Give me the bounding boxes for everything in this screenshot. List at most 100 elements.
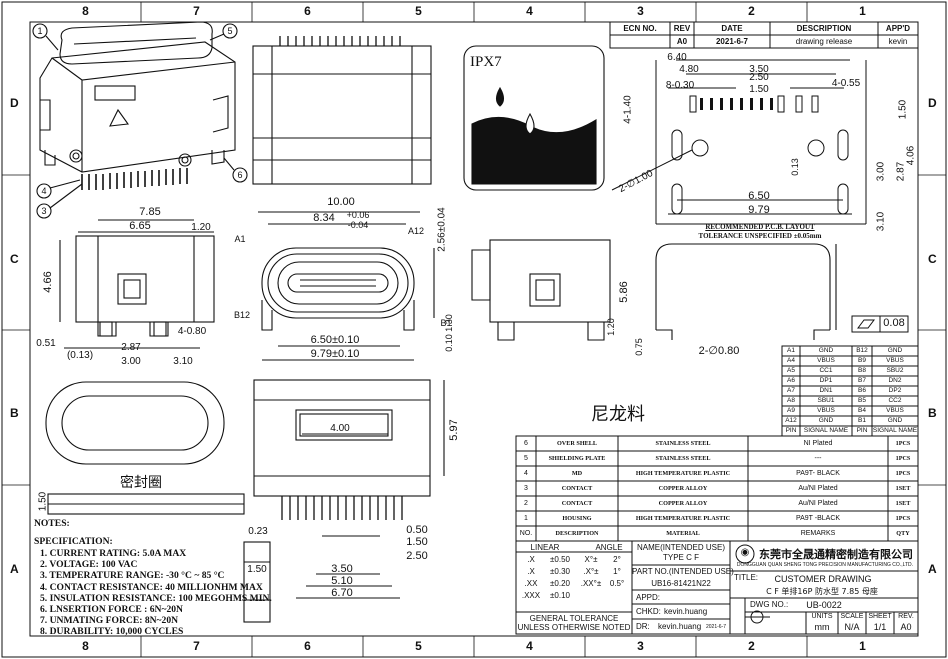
pin-cell: SIGNAL NAME (872, 427, 918, 434)
spec-note-item: 1. CURRENT RATING: 5.0A MAX (40, 548, 187, 559)
flatness-box (851, 315, 909, 333)
dim-side-d5: 3.10 (173, 356, 193, 367)
pin-cell: DN2 (888, 377, 902, 384)
dim-front-width: 10.00 (327, 196, 355, 208)
pin-cell: A6 (787, 377, 795, 384)
pin-cell: CC1 (819, 367, 833, 374)
row-label: A (10, 562, 19, 576)
dim-top-inner: 4.00 (330, 423, 350, 434)
column-label: 7 (193, 639, 200, 653)
dim-bot-d1: 0.23 (248, 526, 268, 537)
tol-cell: ±0.30 (550, 567, 570, 576)
revision-table-grid (609, 21, 919, 49)
tol-cell: ±0.20 (550, 579, 570, 588)
tol-cell: X°± (584, 555, 598, 564)
spec-note-item: 5. INSULATION RESISTANCE: 100 MEGOHMS MI… (40, 592, 272, 604)
row-label: A (928, 562, 937, 576)
tol-angle: ANGLE (595, 543, 623, 552)
column-label: 5 (415, 639, 422, 653)
pin-cell: DP2 (888, 387, 902, 394)
dim-front-height: 2.56±0.04 (436, 207, 448, 252)
tol-general-2: UNLESS OTHERWISE NOTED (517, 623, 631, 632)
callout-1: 1 (37, 26, 43, 36)
column-label: 5 (415, 4, 422, 18)
bom-cell: MATERIAL (666, 530, 700, 537)
row-label: C (10, 252, 19, 266)
tb-title-label: TITLE: (734, 573, 759, 582)
pin-cell: SIGNAL NAME (803, 427, 849, 434)
tb-name-label: NAME(INTENDED USE) (636, 543, 725, 552)
bom-cell: 1PCS (895, 515, 911, 522)
pin-cell: GND (818, 347, 834, 354)
rev-value-date: 2021-6-7 (715, 37, 749, 46)
right-side-view (471, 239, 611, 341)
pin-cell: VBUS (886, 407, 904, 414)
dim-front-inner: 8.34 (313, 212, 335, 224)
dim-front-d2: 0.10 (444, 334, 454, 352)
bom-cell: Au/NI Plated (798, 500, 838, 507)
dim-side-d4: 3.00 (121, 356, 141, 367)
pin-cell: A12 (785, 417, 797, 424)
pin-cell: A5 (787, 367, 795, 374)
pin-cell: VBUS (817, 407, 835, 414)
bom-cell: 5 (524, 455, 528, 462)
dim-front-overall: 9.79±0.10 (310, 348, 360, 360)
pin-label-b1: B1 (440, 318, 452, 328)
dim-side-lip: 1.20 (191, 222, 211, 233)
column-label: 7 (193, 4, 200, 18)
tb-sheet-value: 1/1 (873, 622, 887, 632)
pin-cell: B1 (858, 417, 866, 424)
pin-cell: B9 (858, 357, 866, 364)
tol-cell: .XXX (521, 591, 541, 600)
bom-cell: 1PCS (895, 470, 911, 477)
dim-side-inner: 6.65 (129, 220, 151, 232)
dim-bot-d3: 1.50 (406, 536, 428, 548)
bom-cell: 1PCS (895, 440, 911, 447)
pin-cell: B12 (856, 347, 868, 354)
tol-cell: .XX°± (580, 579, 602, 588)
tb-part-label: PART NO.(INTENDED USE) (632, 567, 734, 576)
column-label: 6 (304, 639, 311, 653)
column-label: 4 (526, 4, 533, 18)
bom-cell: DESCRIPTION (555, 530, 599, 537)
border-column-labels: 8 7 6 5 4 3 2 1 (30, 4, 918, 20)
spec-note-item: 6. LNSERTION FORCE : 6N~20N (40, 604, 183, 615)
bom-cell: Au/NI Plated (798, 485, 838, 492)
gasket-section (243, 541, 271, 623)
row-label: D (10, 96, 19, 110)
nylon-label: 尼龙料 (591, 404, 645, 425)
pin-cell: CC2 (888, 397, 902, 404)
row-label: D (928, 96, 937, 110)
tol-cell: 1° (613, 567, 621, 576)
pcb-dim: 4.06 (905, 145, 917, 166)
side-view (59, 219, 215, 349)
pin-cell: PIN (856, 427, 868, 434)
pin-label-b12: B12 (233, 310, 250, 320)
pin-cell: SBU2 (886, 367, 904, 374)
bom-cell: STAINLESS STEEL (655, 440, 711, 447)
column-label: 1 (859, 639, 866, 653)
pin-cell: B7 (858, 377, 866, 384)
dim-side-height: 4.66 (42, 271, 54, 293)
tb-appd-label: APPD: (636, 593, 661, 602)
pcb-dim: 3.50 (749, 64, 769, 75)
dim-right-d1: 0.75 (634, 338, 644, 356)
tol-cell: 0.5° (609, 579, 625, 588)
pcb-dim: 3.00 (875, 161, 887, 182)
tol-cell: .X°± (583, 567, 599, 576)
callout-5: 5 (227, 26, 233, 36)
column-label: 8 (82, 4, 89, 18)
bom-cell: STAINLESS STEEL (655, 455, 711, 462)
title-block-grid (515, 540, 919, 635)
rev-header-date: DATE (721, 24, 743, 33)
tol-cell: .XX (524, 579, 538, 588)
pin-cell: B6 (858, 387, 866, 394)
tol-linear: LINEAR (530, 543, 560, 552)
pcb-dim: 4-0.55 (831, 78, 861, 89)
dim-right-height: 5.86 (618, 281, 630, 303)
pin-cell: VBUS (886, 357, 904, 364)
bom-cell: QTY (896, 530, 910, 537)
bom-cell: PA9T- BLACK (796, 470, 840, 477)
tb-dr-date: 2021-6-7 (706, 624, 727, 630)
pcb-dim: 2.50 (749, 72, 769, 83)
